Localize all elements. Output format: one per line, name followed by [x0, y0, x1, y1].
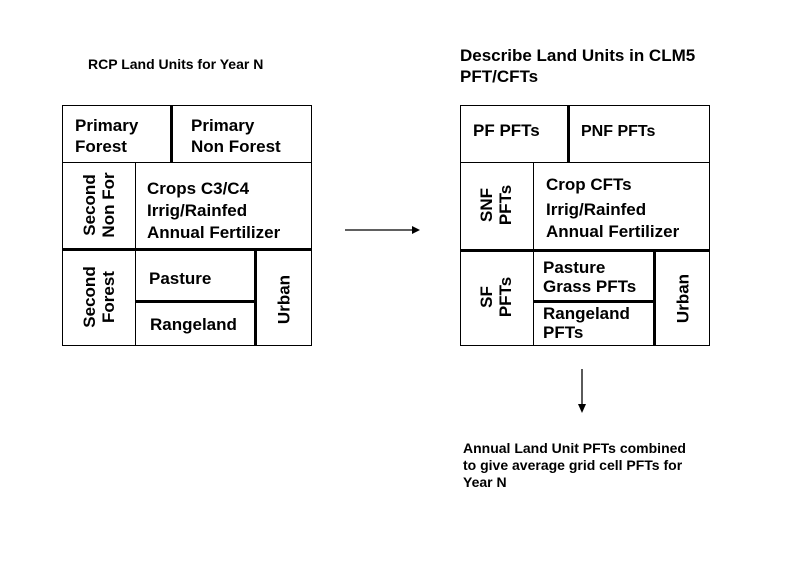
- urban-label: Urban: [274, 274, 294, 325]
- right-arrow: [345, 226, 420, 234]
- pasture-label: Pasture: [149, 269, 212, 288]
- pnf-pfts-label: PNF PFTs: [581, 123, 656, 140]
- rangeland-label: Rangeland: [150, 315, 237, 334]
- left-diagram-title: RCP Land Units for Year N: [88, 56, 264, 72]
- down-arrow: [578, 369, 586, 413]
- urban-pfts-label: Urban: [673, 273, 693, 324]
- pf-pfts-label: PF PFTs: [473, 121, 540, 140]
